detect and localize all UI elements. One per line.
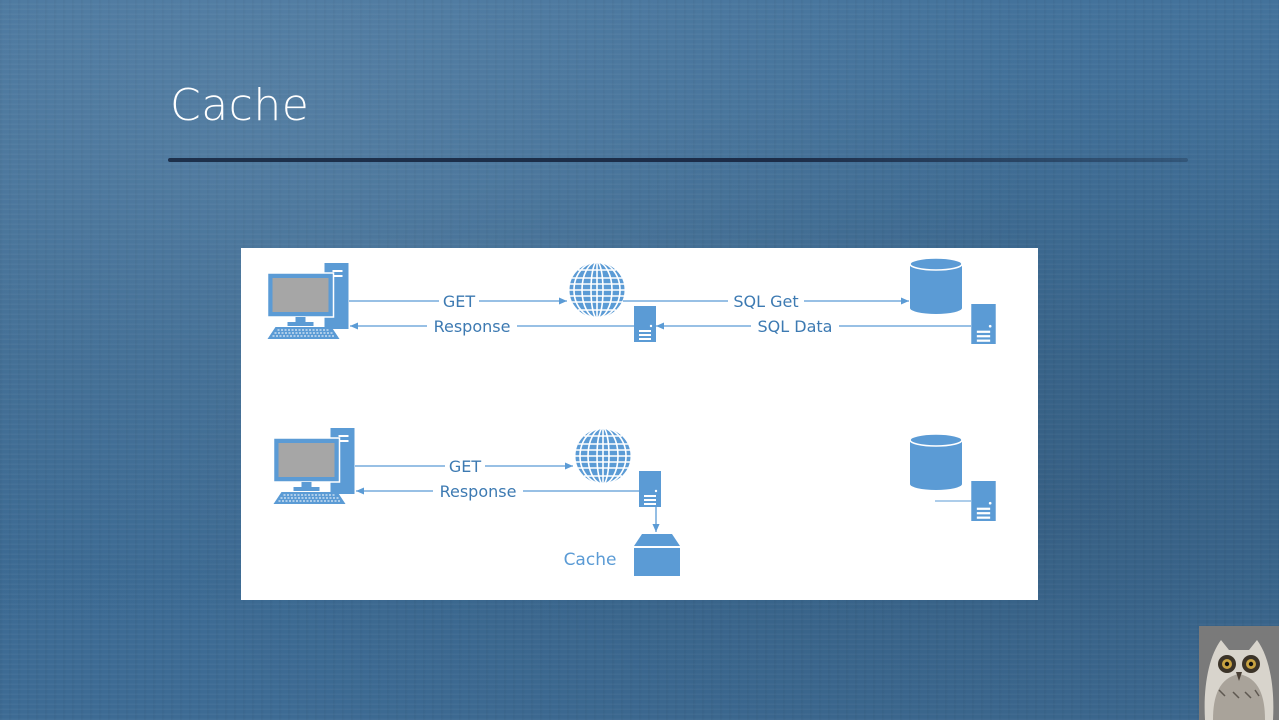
bottom-client-computer-icon (272, 428, 356, 505)
top-internet-globe-icon (568, 261, 626, 319)
cache-label: Cache (564, 550, 617, 570)
top-sql-data-label: SQL Data (758, 317, 833, 336)
cache-store-icon (634, 534, 680, 576)
top-response-label: Response (434, 317, 511, 336)
bottom-db-server-icon (971, 481, 996, 521)
top-get-label: GET (443, 292, 476, 311)
owl-photo-thumbnail (1199, 626, 1279, 720)
top-db-server-icon (971, 304, 996, 344)
diagram-panel: GET Response SQL Get SQL Data GET Respon… (241, 248, 1038, 600)
top-sql-get-label: SQL Get (733, 292, 798, 311)
owl-icon (1199, 626, 1279, 720)
top-database-icon (909, 257, 963, 315)
top-client-computer-icon (266, 263, 350, 340)
bottom-web-server-icon (639, 471, 661, 507)
bottom-flow: GET Response Cache (272, 427, 996, 576)
top-flow: GET Response SQL Get SQL Data (266, 257, 996, 344)
bottom-internet-globe-icon (574, 427, 632, 485)
diagram-canvas: GET Response SQL Get SQL Data GET Respon… (266, 257, 996, 576)
bottom-database-icon (909, 433, 963, 491)
bottom-response-label: Response (440, 482, 517, 501)
slide-title: Cache (170, 80, 310, 131)
bottom-get-label: GET (449, 457, 482, 476)
top-web-server-icon (634, 306, 656, 342)
title-divider (168, 158, 1188, 162)
